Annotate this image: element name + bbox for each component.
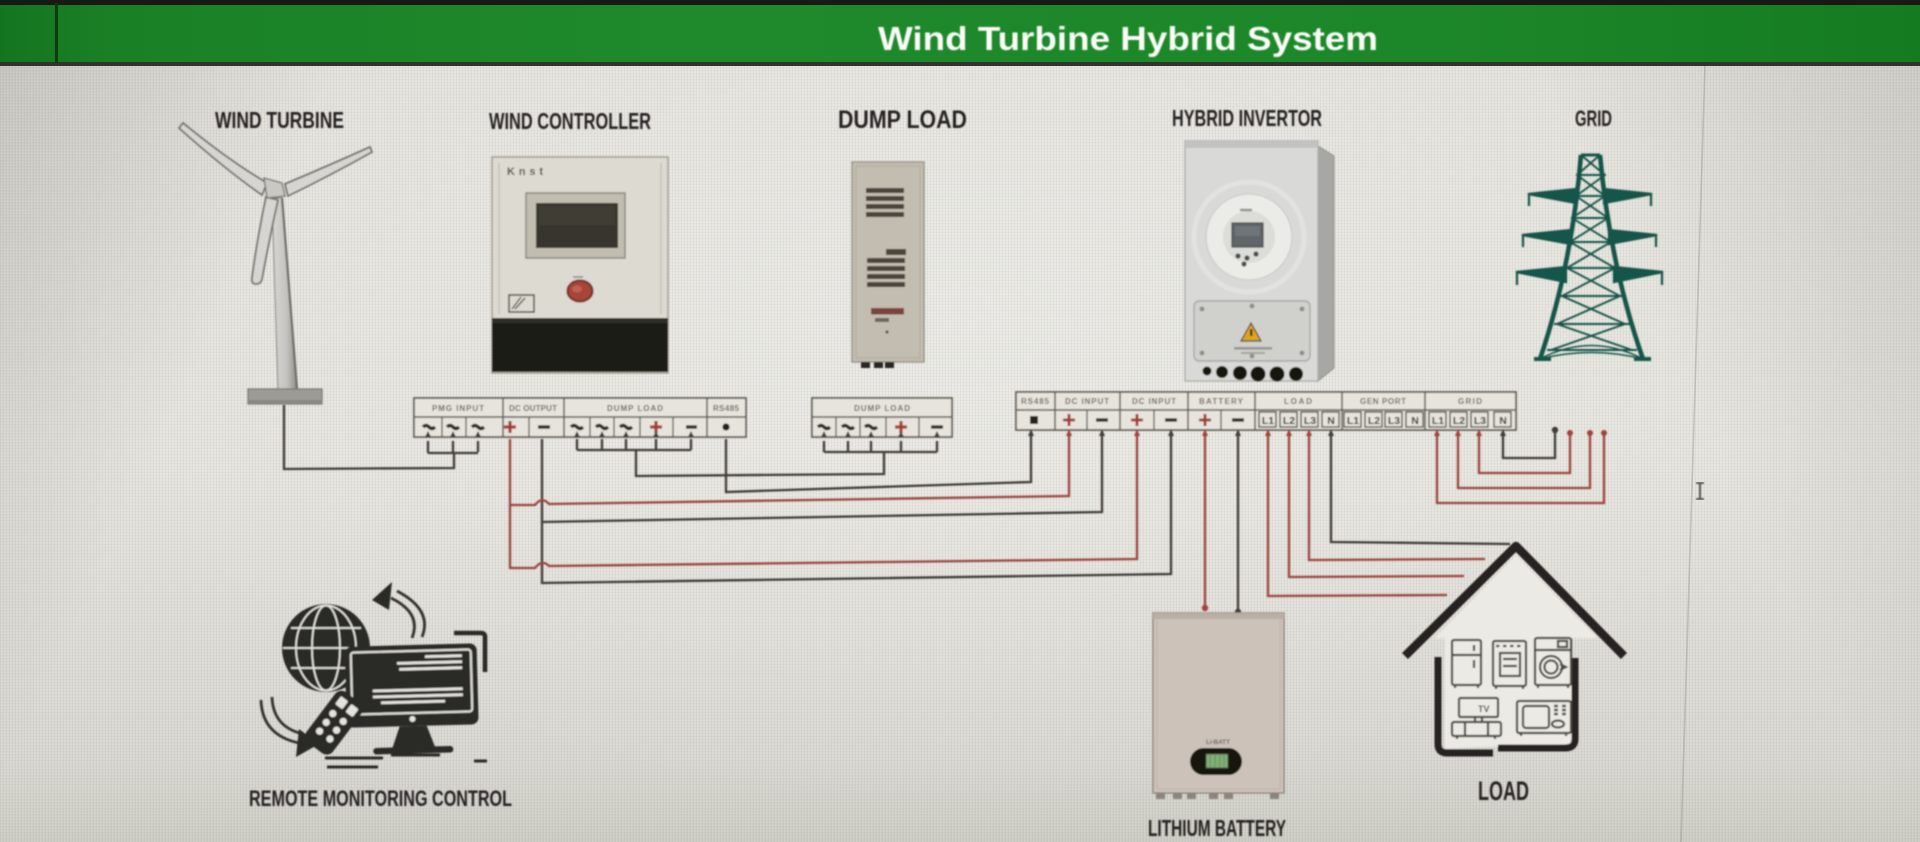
svg-text:GEN PORT: GEN PORT: [1360, 397, 1406, 406]
svg-text:L3: L3: [1474, 415, 1486, 427]
svg-text:HYBRID INVERTOR: HYBRID INVERTOR: [1172, 105, 1322, 131]
svg-text:L1: L1: [1262, 415, 1274, 427]
svg-text:N: N: [1411, 415, 1419, 427]
svg-text:GRID: GRID: [1458, 397, 1482, 406]
svg-text:N: N: [1327, 415, 1335, 427]
svg-text:N: N: [1499, 415, 1507, 427]
svg-text:Li-BATT: Li-BATT: [1206, 739, 1230, 746]
svg-text:LITHIUM BATTERY: LITHIUM BATTERY: [1148, 815, 1286, 841]
svg-text:PMG INPUT: PMG INPUT: [432, 404, 484, 413]
svg-text:Wind Turbine Hybrid System: Wind Turbine Hybrid System: [878, 20, 1378, 57]
svg-text:DC INPUT: DC INPUT: [1132, 397, 1176, 406]
svg-text:REMOTE MONITORING CONTROL: REMOTE MONITORING CONTROL: [249, 786, 512, 811]
svg-text:DC INPUT: DC INPUT: [1065, 397, 1109, 406]
svg-text:L2: L2: [1283, 415, 1295, 427]
svg-text:DC OUTPUT: DC OUTPUT: [509, 404, 557, 413]
svg-text:LOAD: LOAD: [1284, 397, 1312, 406]
svg-text:L3: L3: [1304, 415, 1316, 427]
svg-text:DUMP LOAD: DUMP LOAD: [854, 404, 910, 413]
svg-text:DUMP LOAD: DUMP LOAD: [838, 106, 967, 134]
svg-text:L1: L1: [1432, 415, 1444, 427]
svg-text:WIND CONTROLLER: WIND CONTROLLER: [489, 108, 651, 134]
svg-text:RS485: RS485: [713, 404, 740, 413]
svg-text:L2: L2: [1453, 415, 1465, 427]
svg-text:RS485: RS485: [1021, 397, 1050, 406]
svg-text:DUMP LOAD: DUMP LOAD: [607, 404, 663, 413]
svg-text:LOAD: LOAD: [1478, 776, 1529, 806]
svg-text:GRID: GRID: [1575, 106, 1612, 131]
svg-text:WIND TURBINE: WIND TURBINE: [215, 107, 344, 133]
svg-text:L3: L3: [1388, 415, 1400, 427]
svg-text:L1: L1: [1347, 415, 1359, 427]
svg-text:BATTERY: BATTERY: [1199, 397, 1244, 406]
svg-text:L2: L2: [1368, 415, 1380, 427]
svg-text:TV: TV: [1478, 704, 1490, 714]
